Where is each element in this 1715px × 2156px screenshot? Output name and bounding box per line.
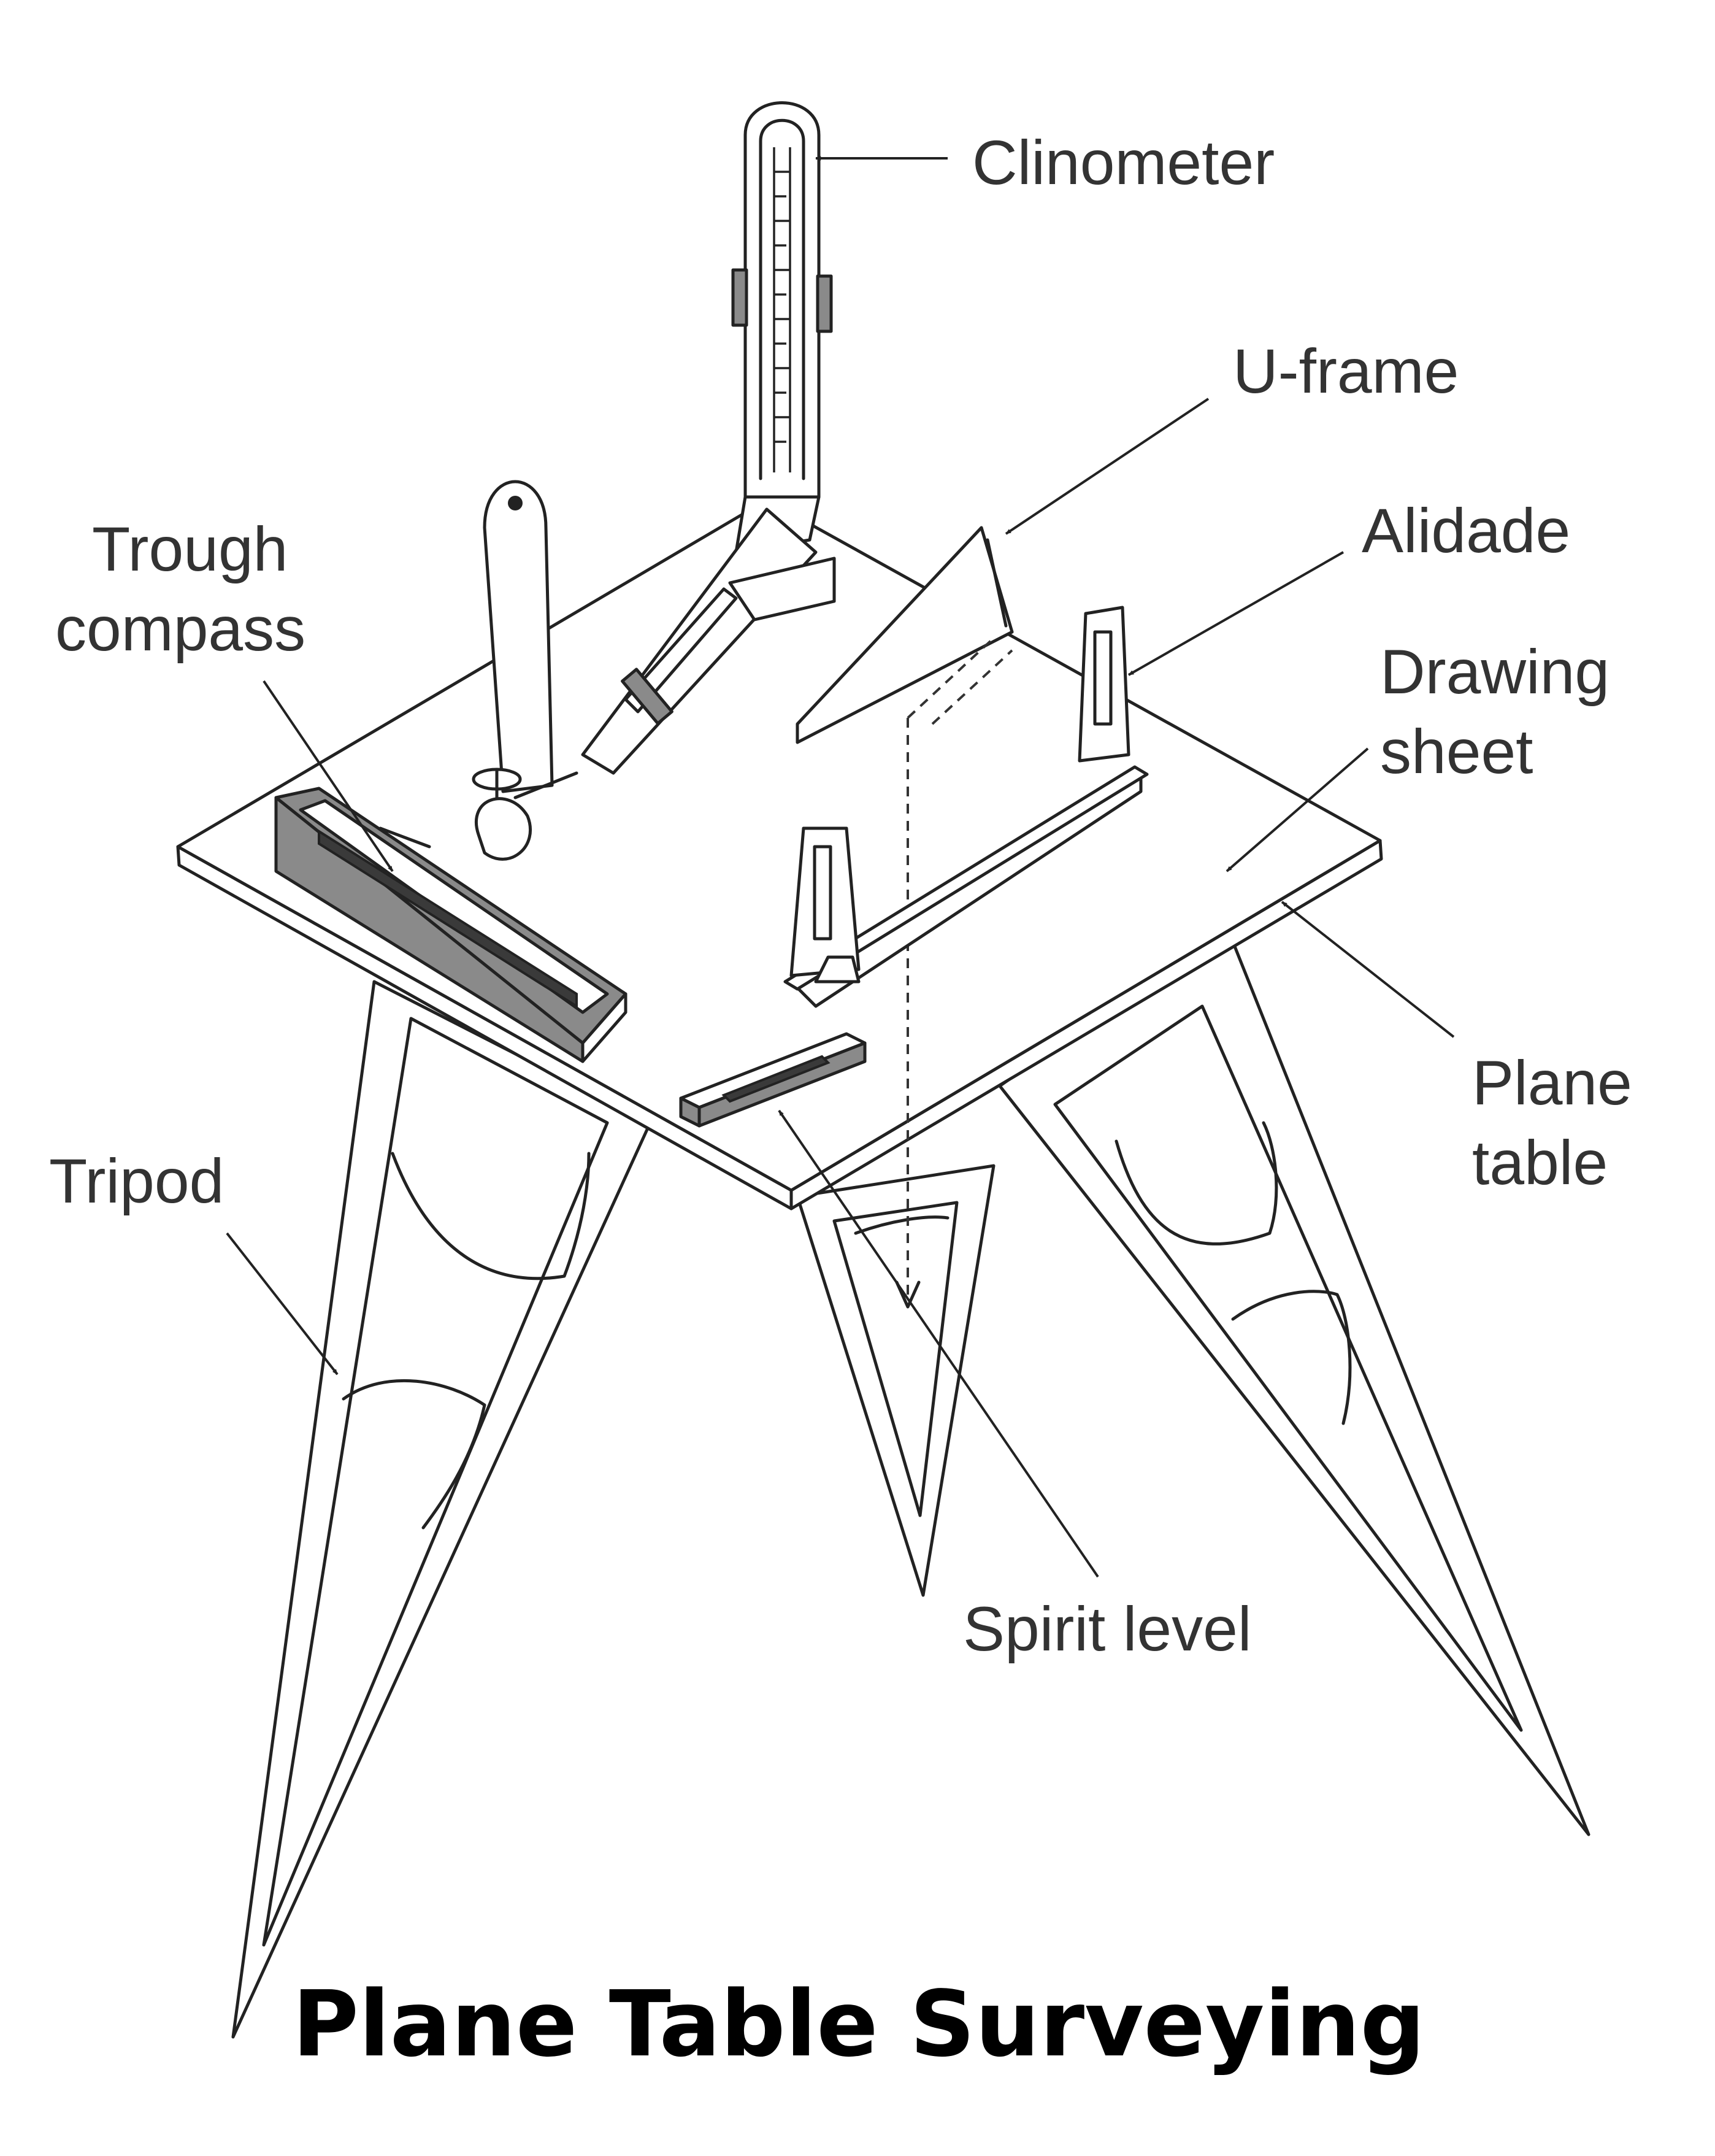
tripod-leg-back [796, 1164, 996, 1597]
u-frame-leader [1005, 398, 1210, 535]
label-drawing-line2: sheet [1380, 717, 1533, 787]
clinometer [472, 101, 836, 861]
spirit-level-leader [778, 1109, 1099, 1578]
trough-compass-leader [263, 680, 394, 872]
leader-lines [226, 156, 1455, 1578]
label-tripod: Tripod [49, 1146, 224, 1216]
label-spirit-level: Spirit level [963, 1594, 1252, 1664]
alidade [783, 606, 1149, 1008]
label-u-frame: U-frame [1233, 336, 1459, 406]
label-clinometer: Clinometer [972, 128, 1275, 198]
tripod-leg-left [231, 980, 652, 2039]
labels: Clinometer U-frame Alidade Trough compas… [49, 128, 1632, 1664]
plane-table-leader [1281, 901, 1455, 1038]
diagram-title: Plane Table Surveying [293, 1971, 1425, 2077]
label-plane-line1: Plane [1472, 1048, 1632, 1118]
label-trough-line1: Trough [92, 514, 288, 584]
label-trough-line2: compass [55, 594, 305, 664]
drawing-sheet-leader [1226, 747, 1369, 872]
label-alidade: Alidade [1362, 496, 1570, 566]
plane-table [176, 498, 1383, 1211]
label-drawing-line1: Drawing [1380, 637, 1609, 707]
tripod-leader [226, 1232, 339, 1376]
alidade-leader [1128, 551, 1344, 676]
trough-compass [274, 787, 627, 1063]
label-plane-line2: table [1472, 1128, 1608, 1198]
u-frame [796, 526, 1014, 1309]
spirit-level [679, 1032, 867, 1128]
